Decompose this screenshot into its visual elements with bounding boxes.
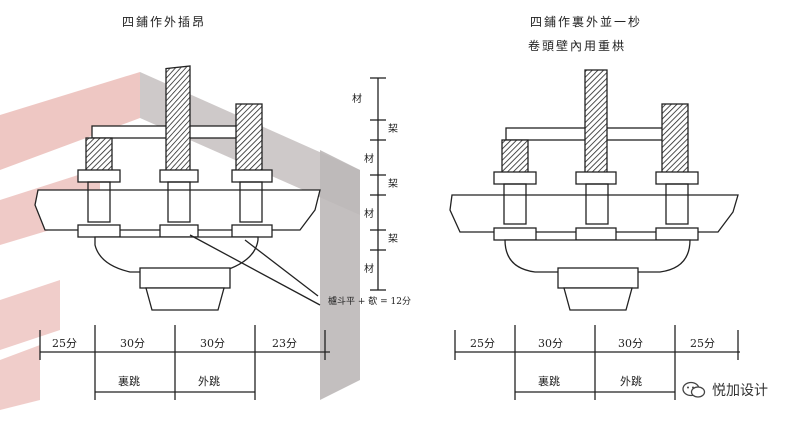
left-bottom-inner: 裏跳 [118,375,140,388]
side-label-5: 材 [364,209,374,220]
right-title-line2: 卷頭壁內用重栱 [528,39,627,53]
wechat-icon [682,381,706,398]
left-dim-3: 30分 [200,337,225,350]
right-title-line1: 四鋪作裏外並一杪 [530,15,643,29]
right-bracket-drawing [449,69,740,400]
watermark-text: 悦加设计 [712,383,768,399]
right-dim-2: 30分 [538,337,563,350]
left-dim-2: 30分 [120,337,145,350]
side-label-2: 栔 [388,124,398,135]
left-bottom-outer: 外跳 [198,375,220,388]
right-bottom-outer: 外跳 [620,375,642,388]
right-dim-3: 30分 [618,337,643,350]
side-label-3: 材 [364,154,374,165]
left-dim-4: 23分 [272,337,297,350]
side-label-1: 材 [352,94,362,105]
side-label-4: 栔 [388,179,398,190]
right-dim-1: 25分 [470,337,495,350]
watermark: 悦加设计 [682,380,768,400]
left-title: 四鋪作外插昂 [122,15,207,29]
right-bottom-inner: 裏跳 [538,375,560,388]
left-bracket-drawing [34,65,386,400]
side-label-6: 栔 [388,234,398,245]
left-dim-1: 25分 [52,337,77,350]
side-label-7: 材 [364,264,374,275]
side-note: 櫨斗平 + 欹 = 12分 [328,297,411,307]
right-dim-4: 25分 [690,337,715,350]
